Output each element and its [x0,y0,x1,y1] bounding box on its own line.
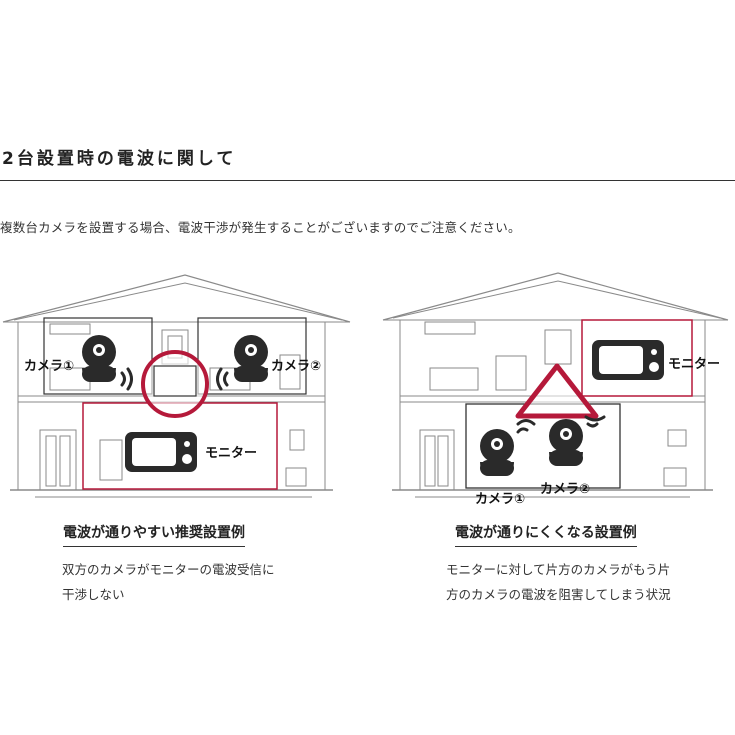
left-monitor-icon [125,432,197,472]
left-camera2-wave-icon [216,367,229,391]
right-caption-body: モニターに対して片方のカメラがもう片 方のカメラの電波を阻害してしまう状況 [446,557,671,607]
right-warning-triangle-icon [515,363,599,419]
right-caption-title: 電波が通りにくくなる設置例 [455,522,637,547]
left-caption-title: 電波が通りやすい推奨設置例 [63,522,245,547]
section-heading: 2台設置時の電波に関して [2,149,237,169]
right-monitor-label: モニター [668,357,720,372]
right-camera2-wave-icon [584,415,606,428]
left-caption-body: 双方のカメラがモニターの電波受信に 干渉しない [62,557,275,607]
right-camera2-icon [549,419,583,466]
right-camera1-label: カメラ① [475,492,525,507]
right-camera1-icon [480,429,514,476]
left-camera1-wave-icon [120,367,133,391]
left-camera2-label: カメラ② [271,359,321,374]
left-caption-line: 双方のカメラがモニターの電波受信に [62,562,275,577]
right-house [382,272,729,498]
right-monitor-icon [592,340,664,380]
right-camera2-label: カメラ② [540,482,590,497]
intro-text: 複数台カメラを設置する場合、電波干渉が発生することがございますのでご注意ください… [0,220,521,235]
left-camera1-label: カメラ① [24,359,74,374]
left-caption-line: 干渉しない [62,587,125,602]
right-camera1-wave-icon [516,419,536,434]
left-monitor-label: モニター [205,446,257,461]
right-caption-line: 方のカメラの電波を阻害してしまう状況 [446,587,671,602]
heading-divider [0,180,735,181]
right-monitor-room-frame [581,319,693,397]
left-camera2-icon [234,335,268,382]
left-signal-circle [141,350,209,418]
right-caption-line: モニターに対して片方のカメラがもう片 [446,562,671,577]
left-camera1-icon [82,335,116,382]
